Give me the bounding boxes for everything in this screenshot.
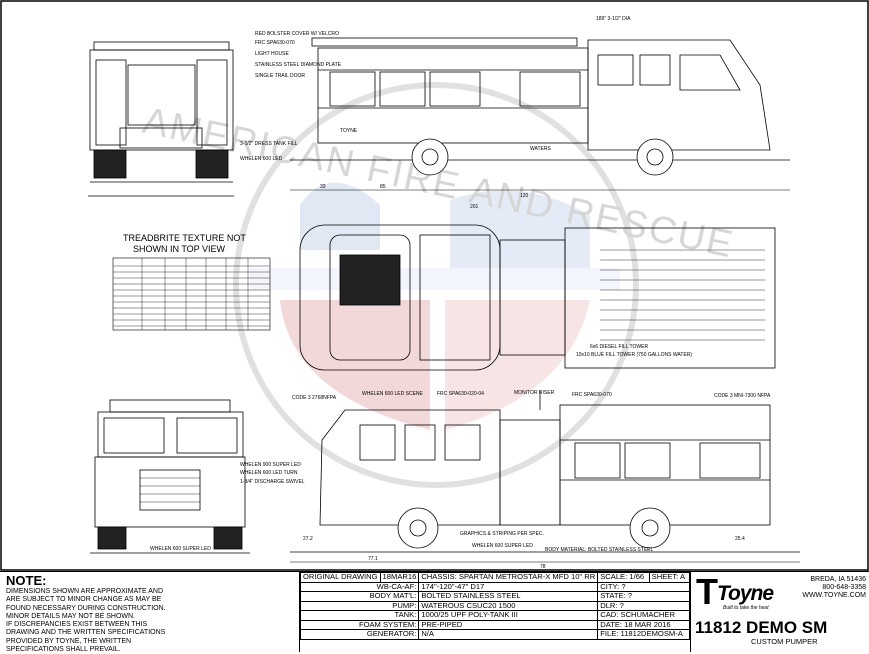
spec-row-0-val: SPARTAN METROSTAR-X MFD 10" RR bbox=[458, 572, 596, 581]
spec-table: ORIGINAL DRAWING 18MAR16 CHASSIS: SPARTA… bbox=[299, 572, 691, 640]
lower-callouts: WHELEN 900 SUPER LED WHELEN 600 LED TURN… bbox=[150, 390, 771, 570]
side-view-right bbox=[290, 390, 800, 563]
treadbrite-title-2: SHOWN IN TOP VIEW bbox=[133, 244, 226, 254]
spec-row: GENERATOR: N/A FILE: 11812DEMOSM-A bbox=[299, 629, 690, 640]
lower-callout-8: BODY MATERIAL: BOLTED STAINLESS STEEL bbox=[545, 547, 653, 553]
brand-city: BREDA, IA 51436 bbox=[810, 576, 866, 583]
spec-row-4-val: 1000/25 UPF POLY-TANK III bbox=[418, 610, 599, 621]
callout-cab-2: WATERS bbox=[530, 146, 551, 152]
spec-row: PUMP: WATEROUS CSUC20 1500 DLR: ? bbox=[299, 600, 690, 611]
dim-lower-0: 77.1 bbox=[368, 556, 378, 562]
spec-row-0-key: CHASSIS: bbox=[421, 572, 457, 581]
brand-logo: Toyne bbox=[717, 582, 774, 605]
spec-original-value: 18MAR16 bbox=[379, 572, 420, 583]
top-note-0: 6x6 DIESEL FILL TOWER bbox=[590, 344, 648, 350]
spec-sheet: SHEET: A bbox=[648, 572, 691, 583]
callout-upper-0: RED BOLSTER COVER W/ VELCRO bbox=[255, 31, 339, 37]
spec-row-6-meta: FILE: 11812DEMOSM-A bbox=[597, 629, 690, 640]
title-block: NOTE: DIMENSIONS SHOWN ARE APPROXIMATE A… bbox=[0, 571, 869, 654]
lower-callout-2: FRC SPA630-020-04 bbox=[437, 391, 484, 397]
spec-row-4-key: TANK: bbox=[299, 610, 420, 621]
treadbrite-title-1: TREADBRITE TEXTURE NOT bbox=[123, 233, 246, 243]
lower-callout-7: WHELEN 600 SUPER LED bbox=[472, 543, 533, 549]
front-label-0: WHELEN 900 SUPER LED bbox=[240, 462, 301, 468]
front-view bbox=[90, 399, 250, 554]
treadbrite-table: TREADBRITE TEXTURE NOT SHOWN IN TOP VIEW bbox=[112, 233, 271, 331]
lower-callout-1: WHELEN 600 LED SCENE bbox=[362, 391, 424, 397]
spec-row-4-k2: CAD: bbox=[600, 610, 619, 619]
note-panel: NOTE: DIMENSIONS SHOWN ARE APPROXIMATE A… bbox=[0, 572, 300, 654]
spec-row-4-v2: SCHUMACHER bbox=[620, 610, 675, 619]
lower-callout-0: CODE 3 2768NFPA bbox=[292, 395, 337, 401]
callout-upper-2: LIGHT HOUSE bbox=[255, 51, 289, 57]
job-subtitle: CUSTOM PUMPER bbox=[751, 637, 818, 646]
dim-lower-3: 27.2 bbox=[303, 536, 313, 542]
callout-upper-1: FRC SPA630-070 bbox=[255, 40, 295, 46]
spec-row: ORIGINAL DRAWING 18MAR16 CHASSIS: SPARTA… bbox=[300, 572, 691, 583]
spec-row-6-v2: 11812DEMOSM-A bbox=[620, 629, 683, 638]
note-heading: NOTE: bbox=[6, 573, 47, 588]
dim-top-1: 85 bbox=[380, 184, 386, 190]
upper-callouts: RED BOLSTER COVER W/ VELCRO FRC SPA630-0… bbox=[240, 16, 692, 358]
spec-row-6-key: GENERATOR: bbox=[299, 629, 420, 640]
spec-original-label: ORIGINAL DRAWING bbox=[300, 572, 381, 583]
brand-tagline: Built to take the heat bbox=[723, 605, 769, 611]
brand-panel: T Toyne Built to take the heat BREDA, IA… bbox=[690, 572, 869, 652]
brand-phone: 800-648-3358 bbox=[822, 584, 866, 591]
toyne-t-icon: T bbox=[696, 571, 718, 612]
rear-view bbox=[88, 41, 234, 197]
spec-row-2-k2: STATE: bbox=[600, 591, 626, 600]
lower-callout-3: MONITOR RISER bbox=[514, 390, 555, 396]
callout-upper-6: WHELEN 600 LED bbox=[240, 156, 283, 162]
top-view bbox=[299, 224, 776, 371]
spec-row-2-val: BOLTED STAINLESS STEEL bbox=[418, 591, 599, 602]
lower-callout-4: FRC SPA630-070 bbox=[572, 392, 612, 398]
dim-lower-1: 78 bbox=[540, 564, 546, 570]
front-label-2: 1-3/4" DISCHARGE SWIVEL bbox=[240, 479, 305, 485]
callout-cab-1: TOYNE bbox=[340, 128, 358, 134]
dim-lower-2: 25.4 bbox=[735, 536, 745, 542]
callout-upper-5: 3-1/2" DRESS TANK FILL bbox=[240, 141, 298, 147]
spec-row-0-value: CHASSIS: SPARTAN METROSTAR-X MFD 10" RR bbox=[418, 572, 599, 583]
top-note-1: 10x10 BLUE FILL TOWER (750 GALLONS WATER… bbox=[576, 352, 692, 358]
dim-top-3: 201 bbox=[470, 204, 479, 210]
front-label-1: WHELEN 600 LED TURN bbox=[240, 470, 298, 476]
callout-upper-3: STAINLESS STEEL DIAMOND PLATE bbox=[255, 62, 342, 68]
spec-row-1-k2: CITY: bbox=[600, 581, 620, 591]
spec-row-6-k2: FILE: bbox=[600, 629, 619, 638]
brand-address: BREDA, IA 51436 800-648-3358 WWW.TOYNE.C… bbox=[802, 576, 866, 600]
spec-scale-value: 1/66 bbox=[629, 572, 645, 581]
spec-row-6-val: N/A bbox=[418, 629, 599, 640]
front-label-3: WHELEN 600 SUPER LED bbox=[150, 546, 211, 552]
spec-row-5-v2: 18 MAR 2016 bbox=[624, 619, 671, 629]
lower-callout-5: CODE 3 MNI-7300 NFPA bbox=[714, 393, 771, 399]
dim-top-0: 33 bbox=[320, 184, 326, 190]
spec-scale-key: SCALE: bbox=[600, 572, 628, 581]
spec-row-3-k2: DLR: bbox=[600, 600, 618, 610]
spec-table-panel: ORIGINAL DRAWING 18MAR16 CHASSIS: SPARTA… bbox=[299, 572, 691, 652]
note-body: DIMENSIONS SHOWN ARE APPROXIMATE AND ARE… bbox=[6, 588, 166, 654]
side-view-left bbox=[290, 37, 790, 191]
dim-top-2: 120 bbox=[520, 193, 529, 199]
spec-sheet-value: A bbox=[679, 572, 686, 581]
spec-row-5-k2: DATE: bbox=[600, 619, 623, 629]
job-number: 11812 DEMO SM bbox=[695, 618, 828, 637]
spec-row-5-val: PRE-PIPED bbox=[418, 619, 599, 630]
callout-cab-0: 189" 3-1/2" DIA bbox=[596, 16, 631, 22]
spec-row-1-v2: ? bbox=[621, 581, 626, 591]
drawing-views: AMERICAN FIRE AND RESCUE bbox=[0, 0, 869, 571]
spec-row-3-v2: ? bbox=[619, 600, 624, 610]
spec-row-2-key: BODY MAT'L: bbox=[299, 591, 420, 602]
spec-row: BODY MAT'L: BOLTED STAINLESS STEEL STATE… bbox=[299, 591, 690, 602]
brand-web: WWW.TOYNE.COM bbox=[802, 592, 866, 599]
spec-row-2-v2: ? bbox=[627, 591, 633, 600]
spec-sheet-key: SHEET: bbox=[651, 572, 679, 581]
callout-upper-4: SINGLE TRAIL DOOR bbox=[255, 73, 305, 79]
lower-callout-6: GRAPHICS & STRIPING PER SPEC. bbox=[460, 531, 544, 537]
